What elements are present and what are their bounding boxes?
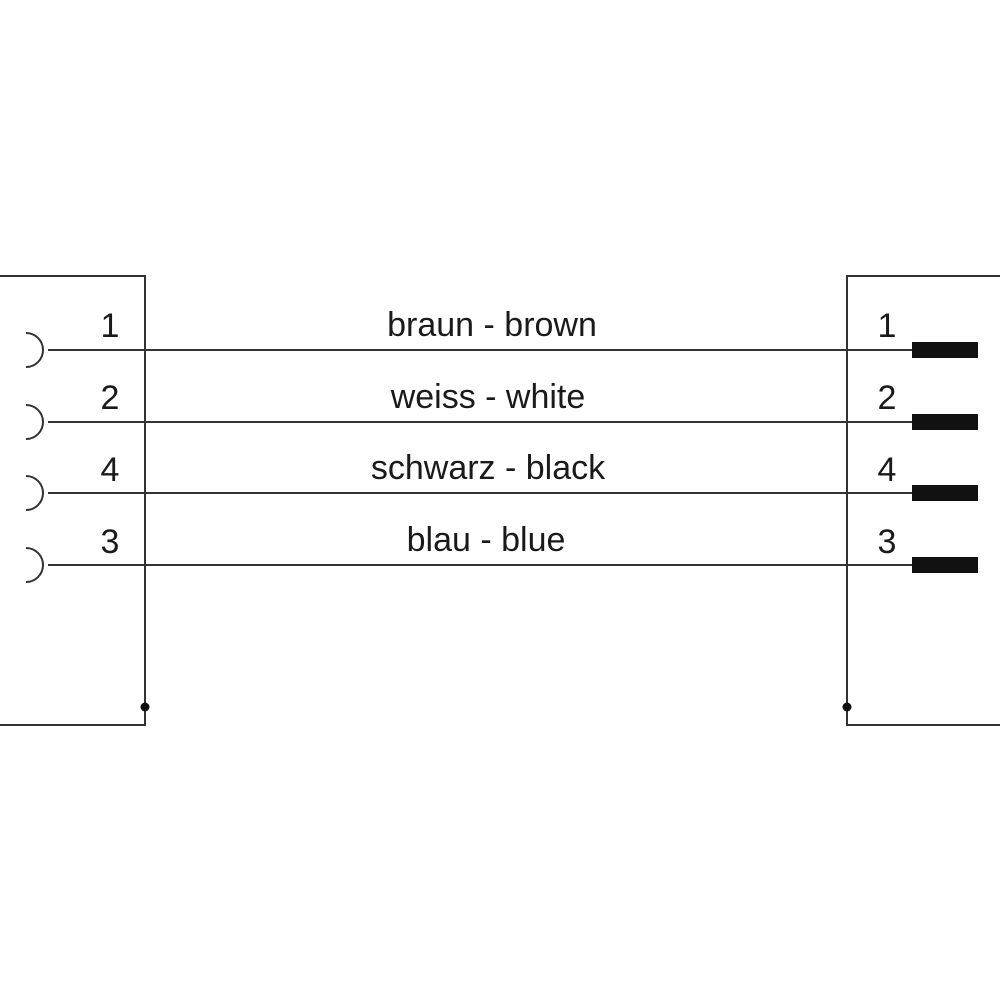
right-pin-icon (912, 485, 978, 501)
right-pin-icon (912, 557, 978, 573)
right-pin-icon (912, 342, 978, 358)
right-pin-number: 2 (878, 379, 897, 417)
wire-row: 1 1 braun - brown (25, 306, 978, 368)
left-pin-number: 2 (101, 379, 120, 417)
left-connector-housing (0, 275, 146, 726)
left-socket-icon (25, 332, 44, 368)
left-pin-number: 1 (101, 307, 120, 345)
right-connector-housing (846, 275, 1000, 726)
right-pin-icon (912, 414, 978, 430)
left-pin-number: 4 (101, 451, 120, 489)
left-connector-shield-dot (140, 702, 150, 712)
right-pin-number: 1 (878, 307, 897, 345)
wire-row: 3 3 blau - blue (25, 521, 978, 583)
wire-row: 4 4 schwarz - black (25, 449, 978, 511)
wire-row: 2 2 weiss - white (25, 378, 978, 440)
wire-color-label: braun - brown (387, 306, 597, 344)
right-connector-shield-dot (842, 702, 852, 712)
wire-color-label: weiss - white (390, 378, 586, 416)
right-pin-number: 3 (878, 523, 897, 561)
left-socket-icon (25, 404, 44, 440)
wire-color-label: blau - blue (407, 521, 566, 559)
right-pin-number: 4 (878, 451, 897, 489)
left-socket-icon (25, 475, 44, 511)
left-pin-number: 3 (101, 523, 120, 561)
wire-color-label: schwarz - black (371, 449, 606, 487)
left-socket-icon (25, 547, 44, 583)
